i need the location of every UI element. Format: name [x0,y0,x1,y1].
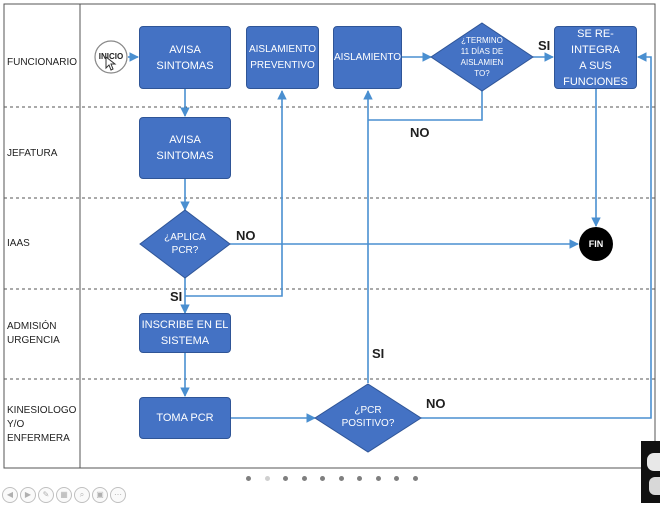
slide-dot[interactable] [338,476,344,481]
slide-dot[interactable] [394,476,399,481]
edge-label-pcr-no: NO [426,396,446,411]
termino-diamond [430,22,534,92]
edge-pcr-no-reintegra [421,52,652,419]
lane-label-funcionario: FUNCIONARIO [7,57,77,68]
slide-dot[interactable] [412,476,418,481]
more-options-icon[interactable]: ⋯ [110,487,126,503]
aplica-pcr-label: ¿APLICA PCR? [164,232,206,256]
diagram-frame [3,3,656,469]
edge-to-aislamiento-preventivo [185,90,287,297]
slide-dot[interactable] [357,476,362,481]
pen-icon[interactable]: ✎ [38,487,54,503]
edge-termino-no [368,90,483,121]
pcr-positivo-diamond [314,383,422,453]
zoom-icon[interactable]: ⌕ [74,487,90,503]
lane-label-kinesiologo: KINESIOLOGO Y/O ENFERMERA [7,405,77,444]
reintegra-box: SE RE-INTEGRA A SUS FUNCIONES [554,26,637,89]
next-icon[interactable]: ▶ [20,487,36,503]
screen-icon[interactable]: ▣ [92,487,108,503]
slide-dot[interactable] [375,476,381,481]
aislamiento-box: AISLAMIENTO [333,26,402,89]
toma-pcr-box: TOMA PCR [139,397,231,439]
fin-circle [579,227,613,261]
slide-dot[interactable] [301,476,307,481]
inicio-circle [94,40,128,74]
webcam-figure [649,477,660,495]
slides-grid-icon[interactable]: ▦ [56,487,72,503]
edge-label-termino-no: NO [410,125,430,140]
termino-label: ¿TERMINO 11 DÍAS DE AISLAMIEN TO? [460,36,504,78]
inscribe-box: INSCRIBE EN EL SISTEMA [139,313,231,353]
edge-label-aplica-no: NO [236,228,256,243]
avisa-sintomas-funcionario: AVISA SINTOMAS [139,26,231,89]
lane-label-jefatura: JEFATURA [7,148,58,159]
webcam-thumbnail [641,441,660,503]
fin-label: FIN [588,239,604,249]
lane-label-admision: ADMISIÓN URGENCIA [7,321,60,346]
avisa-sintomas-jefatura: AVISA SINTOMAS [139,117,231,179]
pcr-positivo-label: ¿PCR POSITIVO? [341,405,395,429]
lane-label-iaas: IAAS [7,238,30,249]
inicio-label: INICIO [98,52,124,61]
mouse-cursor-icon [105,56,117,71]
webcam-figure [647,453,660,471]
edge-label-termino-si: SI [538,38,551,53]
edge-label-aplica-si: SI [170,289,183,304]
edge-label-pcr-si: SI [372,346,385,361]
slide-dot[interactable] [320,476,325,481]
aislamiento-preventivo-box: AISLAMIENTO PREVENTIVO [246,26,319,89]
slide-dot[interactable] [283,476,288,481]
slide-dot[interactable] [264,476,270,481]
previous-icon[interactable]: ◀ [2,487,18,503]
aplica-pcr-diamond [139,209,231,279]
slide-dot[interactable] [246,476,251,481]
